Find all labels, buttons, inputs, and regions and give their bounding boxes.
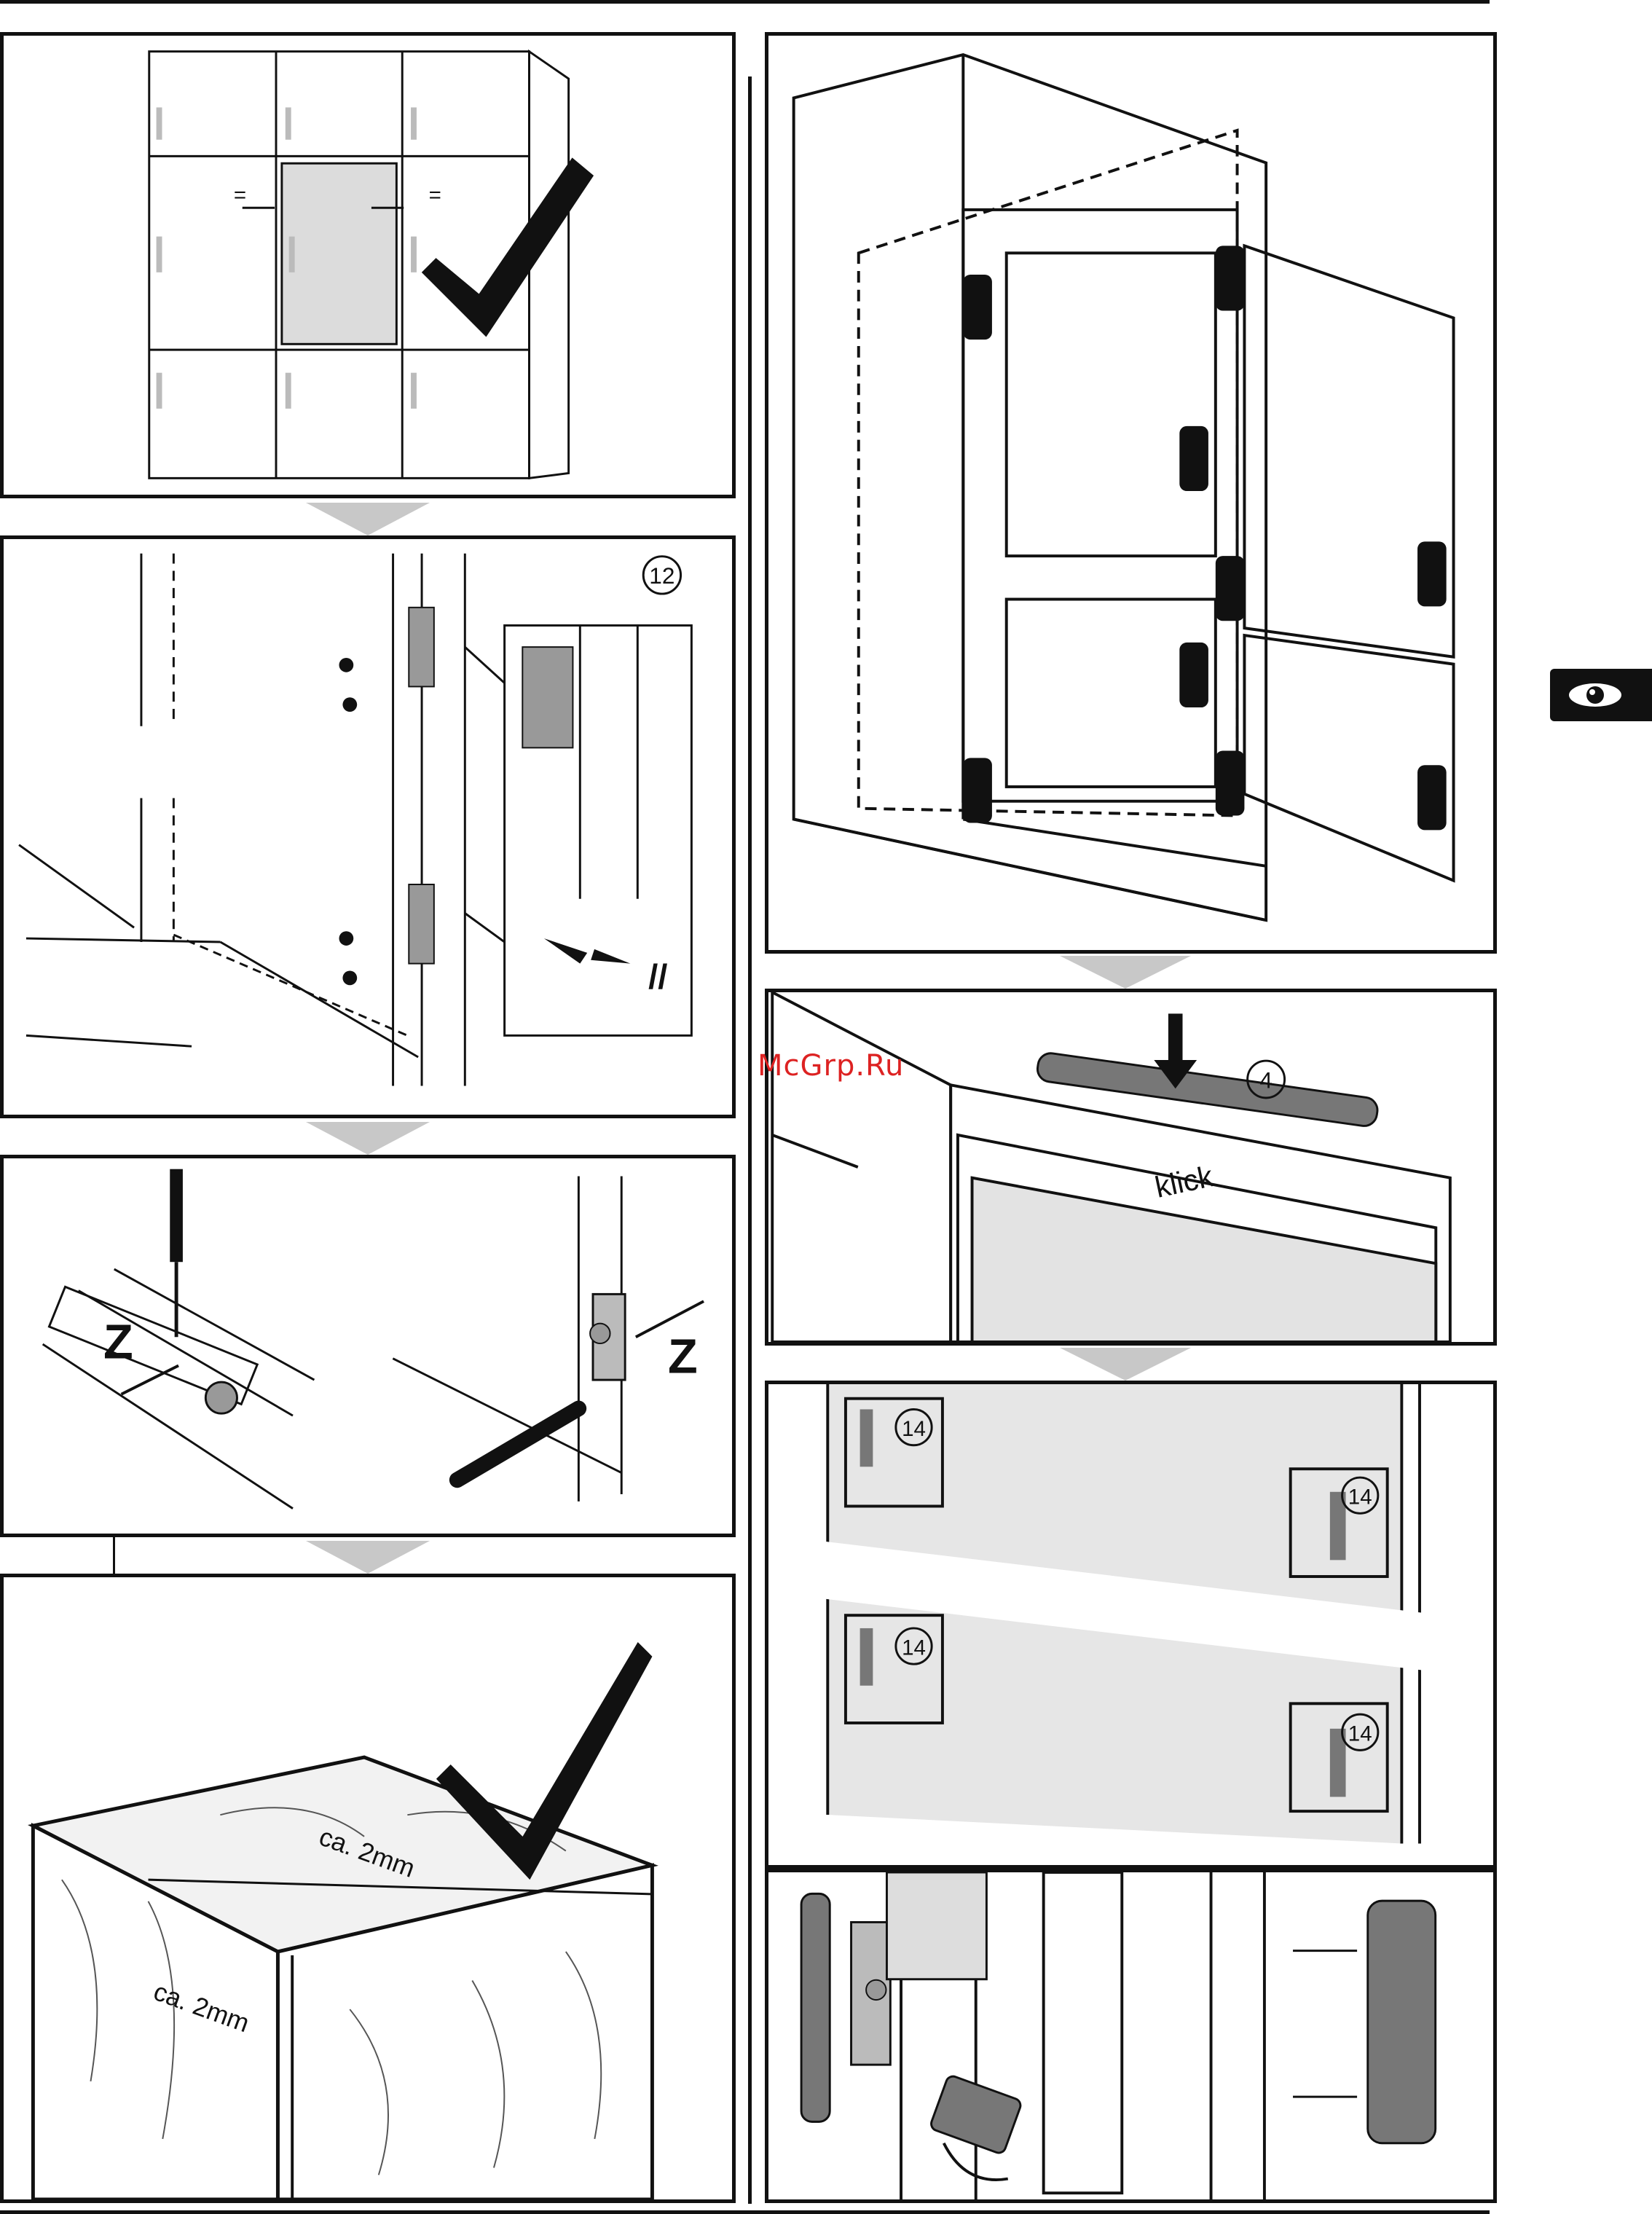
ref-number-12: 12 — [649, 562, 674, 589]
parallel-mark: // — [648, 958, 667, 997]
equal-left-mark: = — [234, 183, 246, 207]
clips-illustration: 14 14 14 14 — [768, 1384, 1493, 1865]
watermark: McGrp.Ru — [758, 1049, 904, 1083]
panel-hinge-overview — [765, 32, 1497, 954]
panel-cabinet-alignment: = = — [0, 32, 736, 498]
panel-gap-check: ca. 2mm ca. 2mm — [0, 1574, 736, 2203]
panel-hinge-adjust: // 12 — [0, 535, 736, 1118]
z-adjust-illustration: Z Z — [4, 1158, 732, 1534]
z-label-right: Z — [668, 1330, 698, 1383]
hinge-adjust-illustration: // 12 — [4, 539, 732, 1115]
screwdriver-icon — [170, 1169, 183, 1263]
z-label-left: Z — [103, 1316, 133, 1370]
ref-number-14: 14 — [902, 1417, 926, 1441]
ref-number-14: 14 — [1348, 1485, 1372, 1510]
eye-tab — [1550, 669, 1652, 721]
column-separator — [748, 76, 752, 2204]
panel-clip-details — [765, 1869, 1497, 2203]
ref-number-14: 14 — [1348, 1722, 1372, 1746]
equal-right-mark: = — [429, 183, 441, 207]
cover-strip — [1036, 1051, 1379, 1127]
panel-z-adjust: Z Z — [0, 1155, 736, 1537]
eye-icon — [1550, 669, 1652, 721]
bottom-rule — [0, 2210, 1490, 2214]
klick-label: klick — [1152, 1159, 1216, 1204]
down-arrow-icon — [306, 1541, 430, 1574]
down-arrow-icon — [1060, 1348, 1191, 1381]
down-arrow-icon — [306, 1122, 430, 1155]
down-arrow-icon — [306, 503, 430, 535]
down-arrow-icon — [1060, 956, 1191, 989]
ref-number-14: 14 — [902, 1636, 926, 1660]
wrench-icon — [457, 1408, 579, 1480]
cabinet-grid-illustration: = = — [4, 36, 732, 495]
clip-details-illustration — [768, 1872, 1493, 2199]
panel-clips: 14 14 14 14 — [765, 1381, 1497, 1869]
ref-number-4: 4 — [1259, 1067, 1272, 1093]
top-rule — [0, 0, 1490, 4]
small-divider — [0, 1537, 115, 1574]
panel-cover-klick: 4 klick — [765, 989, 1497, 1346]
gap-check-illustration: ca. 2mm ca. 2mm — [4, 1577, 732, 2199]
hinge-icons — [963, 246, 1446, 830]
hinge-overview-illustration — [768, 36, 1493, 950]
cover-klick-illustration: 4 klick — [768, 992, 1493, 1342]
